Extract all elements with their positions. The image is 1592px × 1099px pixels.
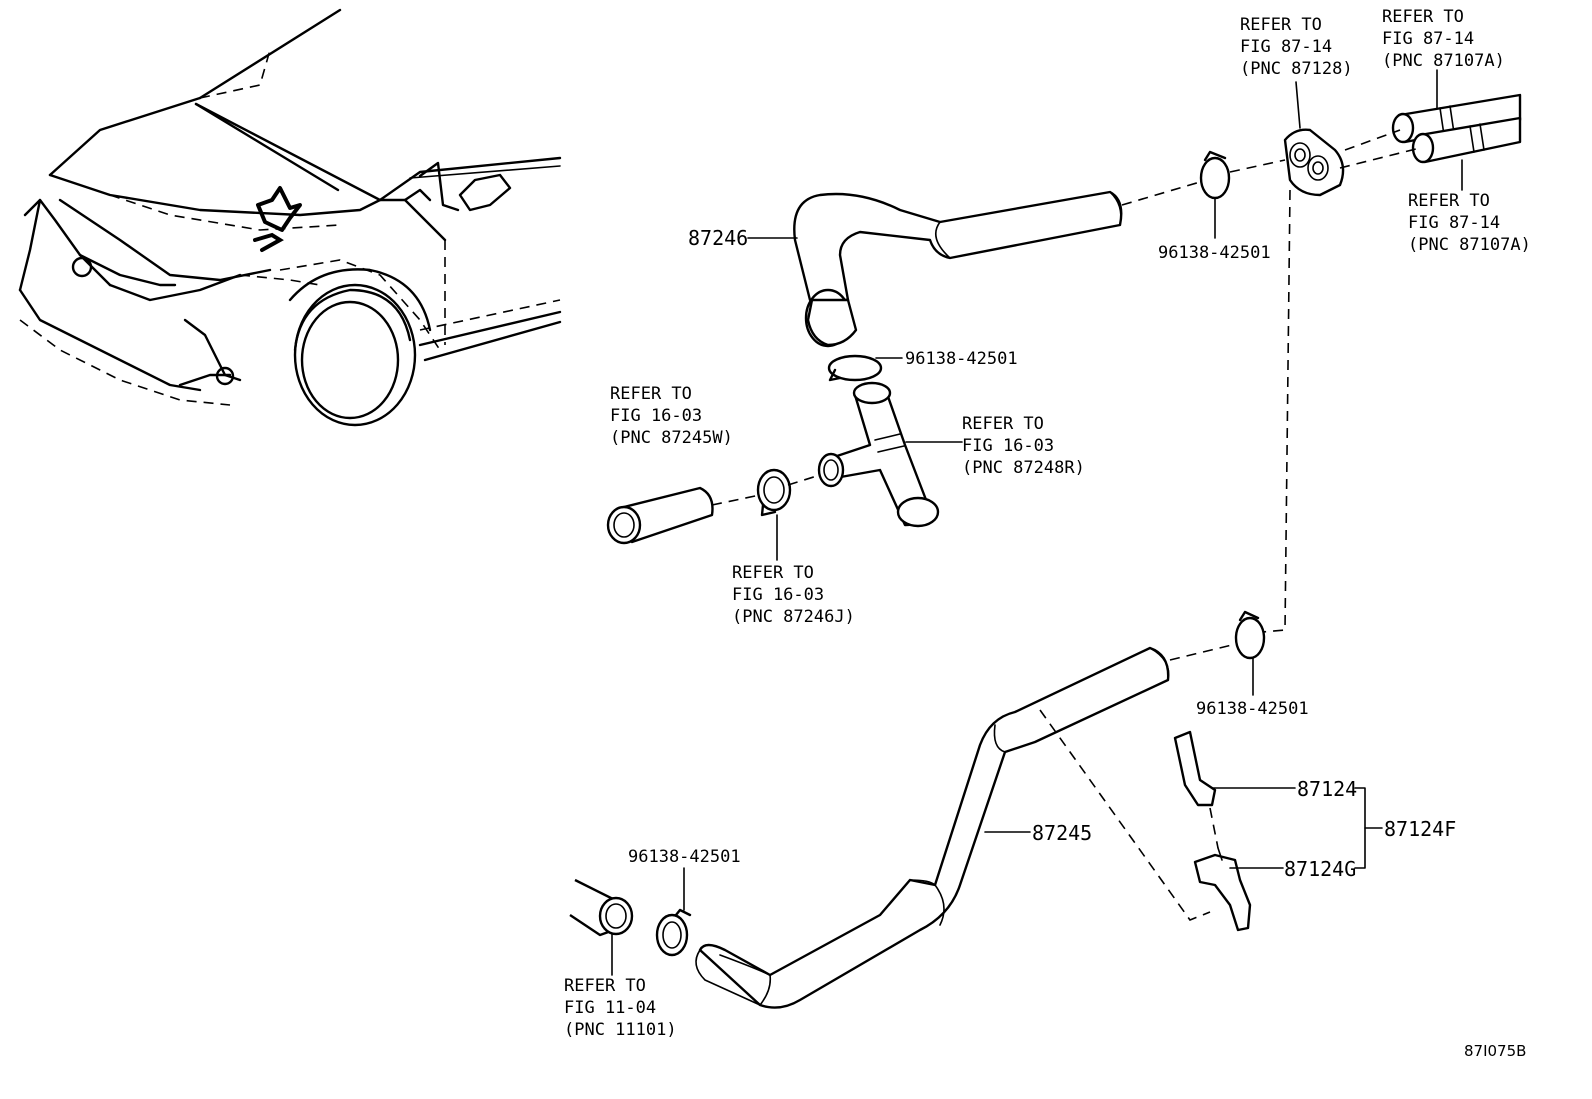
label-87124: 87124 [1297, 777, 1357, 801]
hose-87246 [793, 190, 1123, 348]
svg-text:(PNC 87128): (PNC 87128) [1240, 59, 1353, 79]
ref-clamp-left: REFER TO FIG 16-03 (PNC 87246J) [732, 563, 855, 627]
leader-lines [611, 69, 1463, 976]
clamp-lower-left [655, 908, 692, 957]
ref-pipe-lower: REFER TO FIG 87-14 (PNC 87107A) [1408, 191, 1531, 255]
label-87245: 87245 [1032, 821, 1092, 845]
clip-87124 [1173, 730, 1217, 807]
label-87124g: 87124G [1284, 857, 1356, 881]
clip-87124g [1193, 847, 1252, 932]
svg-text:FIG 87-14: FIG 87-14 [1240, 37, 1332, 57]
label-87246: 87246 [688, 226, 748, 250]
svg-text:(PNC 11101): (PNC 11101) [564, 1020, 677, 1040]
svg-text:(PNC 87245W): (PNC 87245W) [610, 428, 733, 448]
clamp-upper-right [1199, 150, 1231, 200]
clamp-lower-right [1234, 610, 1266, 660]
svg-text:REFER TO: REFER TO [610, 384, 692, 404]
label-clamp-middle: 96138-42501 [905, 349, 1018, 369]
car-illustration [18, 8, 562, 427]
grommet [1283, 128, 1345, 197]
svg-text:FIG 87-14: FIG 87-14 [1382, 29, 1474, 49]
hose-87245w [606, 486, 714, 545]
label-87124f: 87124F [1384, 817, 1456, 841]
pipe-87107a-lower [1411, 116, 1522, 164]
label-clamp-lower-right: 96138-42501 [1196, 699, 1309, 719]
ref-hose-left: REFER TO FIG 16-03 (PNC 87245W) [610, 384, 733, 448]
svg-text:FIG 87-14: FIG 87-14 [1408, 213, 1500, 233]
svg-text:REFER TO: REFER TO [962, 414, 1044, 434]
svg-text:REFER TO: REFER TO [1408, 191, 1490, 211]
engine-pipe [569, 878, 634, 937]
svg-text:(PNC 87107A): (PNC 87107A) [1408, 235, 1531, 255]
ref-tee-joint: REFER TO FIG 16-03 (PNC 87248R) [962, 414, 1085, 478]
figure-code: 87I075B [1464, 1042, 1526, 1060]
svg-text:(PNC 87246J): (PNC 87246J) [732, 607, 855, 627]
svg-text:FIG 16-03: FIG 16-03 [962, 436, 1054, 456]
svg-text:FIG 16-03: FIG 16-03 [732, 585, 824, 605]
pipe-87107a-upper [1391, 93, 1522, 144]
labels: 87246 96138-42501 96138-42501 REFER TO F… [564, 7, 1531, 1060]
ref-pipe-upper: REFER TO FIG 87-14 (PNC 87107A) [1382, 7, 1505, 71]
svg-text:REFER TO: REFER TO [732, 563, 814, 583]
label-clamp-upper-right: 96138-42501 [1158, 243, 1271, 263]
tee-joint [817, 381, 940, 528]
svg-text:(PNC 87107A): (PNC 87107A) [1382, 51, 1505, 71]
svg-text:REFER TO: REFER TO [1240, 15, 1322, 35]
hose-87245 [695, 646, 1170, 1009]
clamp-middle [827, 354, 883, 382]
ref-grommet: REFER TO FIG 87-14 (PNC 87128) [1240, 15, 1353, 79]
svg-text:REFER TO: REFER TO [564, 976, 646, 996]
svg-text:REFER TO: REFER TO [1382, 7, 1464, 27]
svg-text:(PNC 87248R): (PNC 87248R) [962, 458, 1085, 478]
label-clamp-lower-left: 96138-42501 [628, 847, 741, 867]
ref-engine-pipe: REFER TO FIG 11-04 (PNC 11101) [564, 976, 677, 1040]
svg-text:FIG 16-03: FIG 16-03 [610, 406, 702, 426]
clamp-left [756, 468, 792, 517]
svg-text:FIG 11-04: FIG 11-04 [564, 998, 656, 1018]
